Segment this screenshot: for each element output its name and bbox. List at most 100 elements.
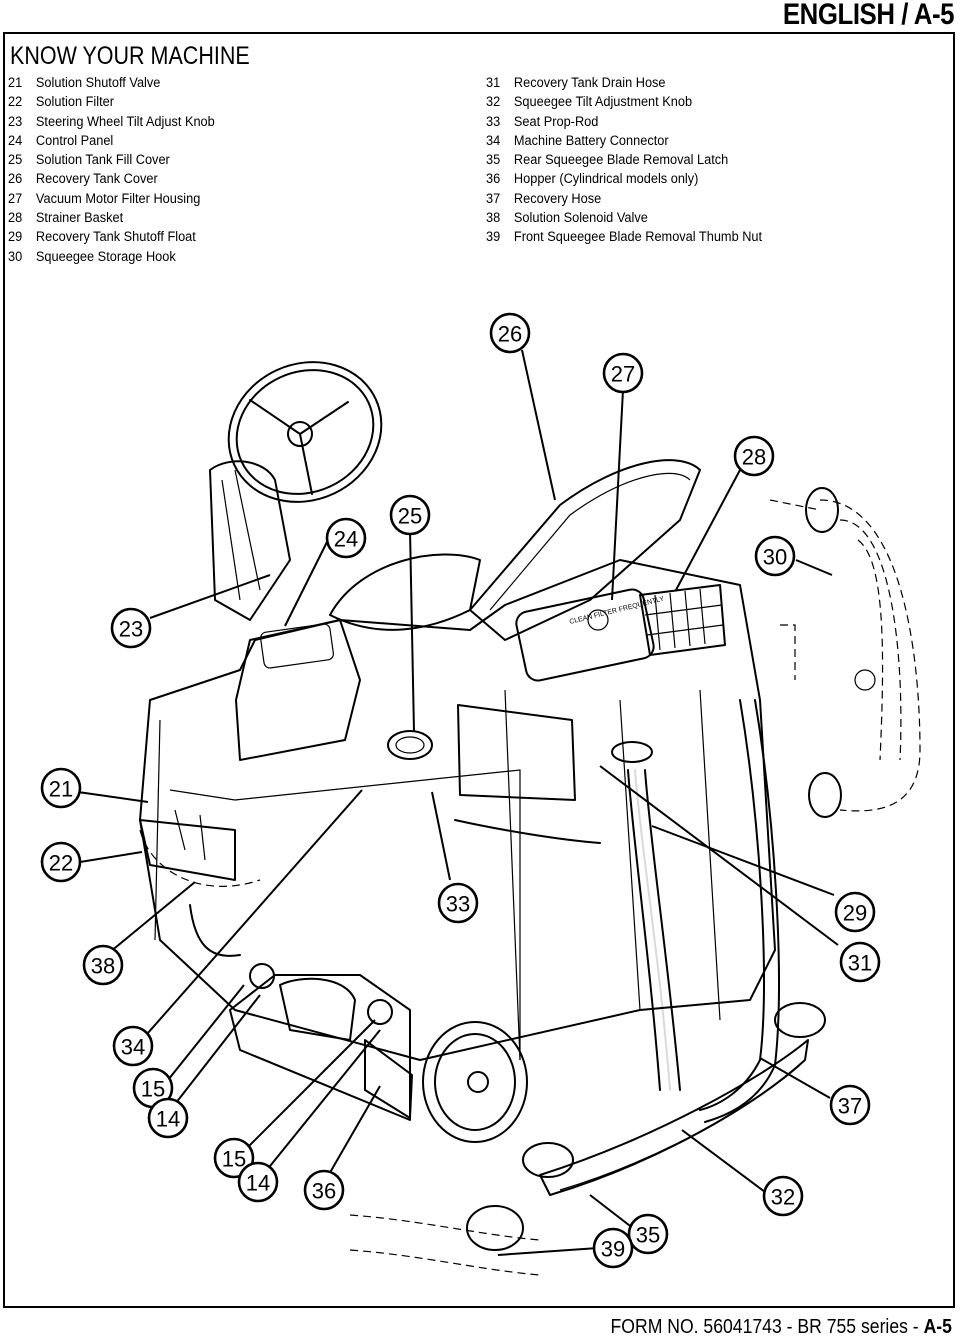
legend-item-label: Control Panel [35,132,114,149]
legend-item-label: Solution Solenoid Valve [513,210,648,227]
legend-item-label: Seat Prop-Rod [513,113,599,130]
callout-circle [40,841,82,883]
footer-prefix: FORM NO. 56041743 - BR 755 series - [610,1316,924,1338]
legend-item: 23 Steering Wheel Tilt Adjust Knob [8,113,215,132]
parts-legend-left: 21 Solution Shutoff Valve 22 Solution Filte… [8,74,238,267]
legend-item-number: 21 [8,75,23,91]
callout-circle [82,944,124,986]
callout-number: 36 [312,1179,336,1204]
callout-number: 37 [838,1094,862,1119]
callout-circle [303,1169,345,1211]
legend-item-label: Squeegee Tilt Adjustment Knob [513,94,693,111]
legend-item-label: Front Squeegee Blade Removal Thumb Nut [513,229,763,246]
callout-number: 14 [246,1171,270,1196]
legend-item-number: 37 [486,190,501,207]
legend-item: 34 Machine Battery Connector [486,132,762,151]
legend-item-label: Strainer Basket [35,210,124,227]
legend-item: 39 Front Squeegee Blade Removal Thumb Nut [486,228,762,247]
callout-number: 34 [121,1035,145,1060]
legend-item: 25 Solution Tank Fill Cover [8,151,215,170]
footer-page: A-5 [923,1316,952,1338]
legend-item: 31 Recovery Tank Drain Hose [486,74,762,93]
legend-item-label: Hopper (Cylindrical models only) [513,171,699,188]
legend-item-number: 39 [486,229,501,246]
callout-circle [213,1137,255,1179]
legend-item-number: 30 [8,248,23,265]
legend-item: 33 Seat Prop-Rod [486,113,762,132]
content-frame [3,32,955,1308]
leader-lines [77,349,839,1256]
callout-circle [754,535,796,577]
legend-item-number: 26 [8,171,23,188]
callout-circle [627,1213,669,1255]
legend-item-label: Solution Filter [35,94,114,111]
callout-number: 35 [636,1223,660,1248]
parts-legend-right: 31 Recovery Tank Drain Hose 32 Squeegee Til… [486,74,793,248]
callout-number: 21 [49,777,73,802]
callout-circle [839,941,881,983]
legend-item: 30 Squeegee Storage Hook [8,248,215,267]
strainer-basket [639,584,726,656]
legend-item-number: 23 [8,113,23,130]
callout-circle [112,1025,154,1067]
legend-item-number: 24 [8,132,23,149]
legend-item-label: Solution Tank Fill Cover [35,152,170,169]
callout-number: 15 [141,1077,165,1102]
legend-item-number: 28 [8,210,23,227]
callout-circle [437,882,479,924]
legend-item: 22 Solution Filter [8,93,215,112]
callout-number: 22 [49,851,73,876]
callout-circle [325,517,367,559]
legend-item-label: Squeegee Storage Hook [35,248,176,265]
steering-wheel [227,361,383,503]
machine-illustration: CLEAN FILTER FREQUENTLY [139,361,921,1276]
legend-item-number: 38 [486,210,501,227]
callout-number: 29 [843,901,867,926]
callout-number: 33 [446,892,470,917]
section-title: KNOW YOUR MACHINE [10,42,250,70]
callout-circle [237,1161,279,1203]
callout-circle [489,312,531,354]
callout-number: 24 [334,527,358,552]
callout-number: 25 [398,504,422,529]
legend-item-label: Rear Squeegee Blade Removal Latch [513,152,729,169]
legend-item-number: 36 [486,171,501,188]
legend-item: 28 Strainer Basket [8,209,215,228]
legend-item: 32 Squeegee Tilt Adjustment Knob [486,93,762,112]
callout-circle [389,494,431,536]
callout-number: 38 [91,954,115,979]
legend-item: 38 Solution Solenoid Valve [486,209,762,228]
callout-number: 39 [601,1237,625,1262]
callout-number: 28 [742,445,766,470]
callout-circle [40,767,82,809]
legend-item-number: 33 [486,113,501,130]
legend-item-number: 31 [486,75,501,91]
legend-item-label: Vacuum Motor Filter Housing [35,190,201,207]
callout-circle [733,435,775,477]
callout-circle [834,891,876,933]
callout-circle [762,1175,804,1217]
legend-item-label: Recovery Tank Drain Hose [513,75,666,91]
callout-number: 15 [222,1147,246,1172]
legend-item: 24 Control Panel [8,132,215,151]
legend-item-number: 22 [8,94,23,111]
callout-circle [110,607,152,649]
callout-number: 30 [763,545,787,570]
legend-item-label: Machine Battery Connector [513,132,669,149]
footer-form-number: FORM NO. 56041743 - BR 755 series - A-5 [611,1316,952,1339]
callout-circle [147,1097,189,1139]
callout-circle [602,352,644,394]
legend-item-number: 25 [8,152,23,169]
legend-item-number: 32 [486,94,501,111]
legend-item: 36 Hopper (Cylindrical models only) [486,170,762,189]
callout-number: 27 [611,362,635,387]
legend-item-label: Recovery Tank Shutoff Float [35,229,196,246]
legend-item-label: Steering Wheel Tilt Adjust Knob [35,113,215,130]
legend-item-label: Solution Shutoff Valve [35,75,161,91]
legend-item-number: 34 [486,132,501,149]
